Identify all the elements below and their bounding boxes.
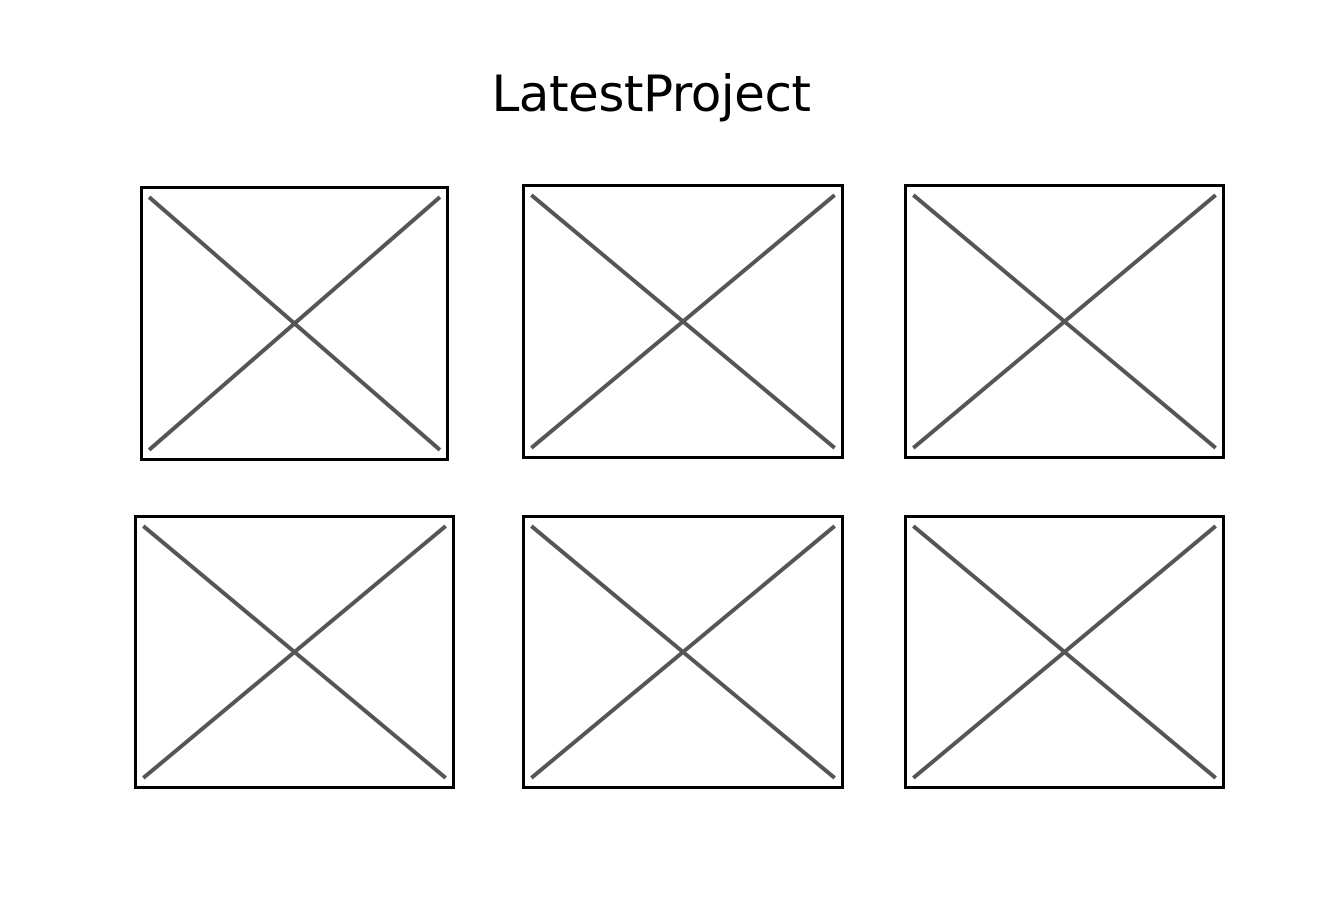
project-image-placeholder[interactable]	[140, 186, 449, 461]
image-placeholder-icon	[525, 187, 841, 456]
project-image-placeholder[interactable]	[904, 515, 1225, 789]
section-title: LatestProject	[491, 65, 811, 123]
project-image-placeholder[interactable]	[522, 515, 844, 789]
image-placeholder-icon	[525, 518, 841, 786]
image-placeholder-icon	[137, 518, 452, 786]
project-image-placeholder[interactable]	[134, 515, 455, 789]
image-placeholder-icon	[907, 518, 1222, 786]
project-image-placeholder[interactable]	[522, 184, 844, 459]
image-placeholder-icon	[907, 187, 1222, 456]
image-placeholder-icon	[143, 189, 446, 458]
project-image-placeholder[interactable]	[904, 184, 1225, 459]
